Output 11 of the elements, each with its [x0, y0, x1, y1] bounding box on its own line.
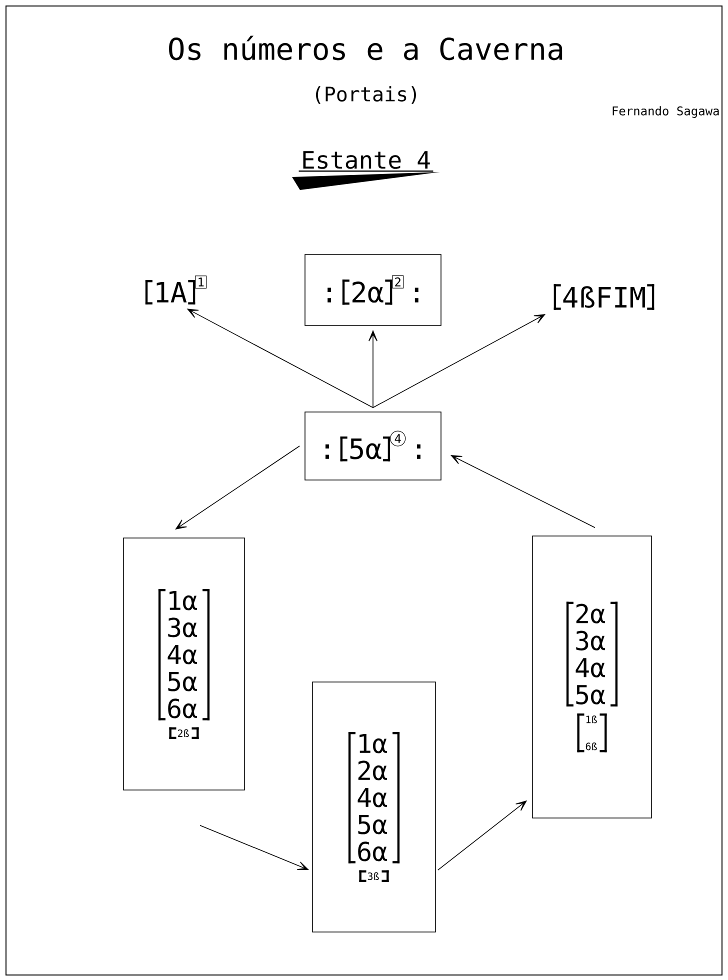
bracket-box: 1α 2α 4α 5α 6α 3ß — [312, 682, 436, 932]
bracket-label: 4ßFIM — [554, 284, 654, 310]
bracket-box: 2α 3α 4α 5α 1ß 6ß — [532, 536, 652, 818]
title: Os números e a Caverna — [169, 36, 562, 60]
bracket-label: 1A 1 — [145, 276, 207, 304]
bracket-box: : 5α 4 : — [304, 412, 442, 480]
subtitle: (Portais) — [316, 86, 416, 104]
bracket-box: : 2α 2 : — [304, 254, 442, 326]
author-name: Fernando Sagawa — [612, 106, 719, 118]
section-heading: Estante 4 — [292, 151, 440, 190]
bracket-box: 1α 3α 4α 5α 6α 2ß — [123, 538, 245, 790]
